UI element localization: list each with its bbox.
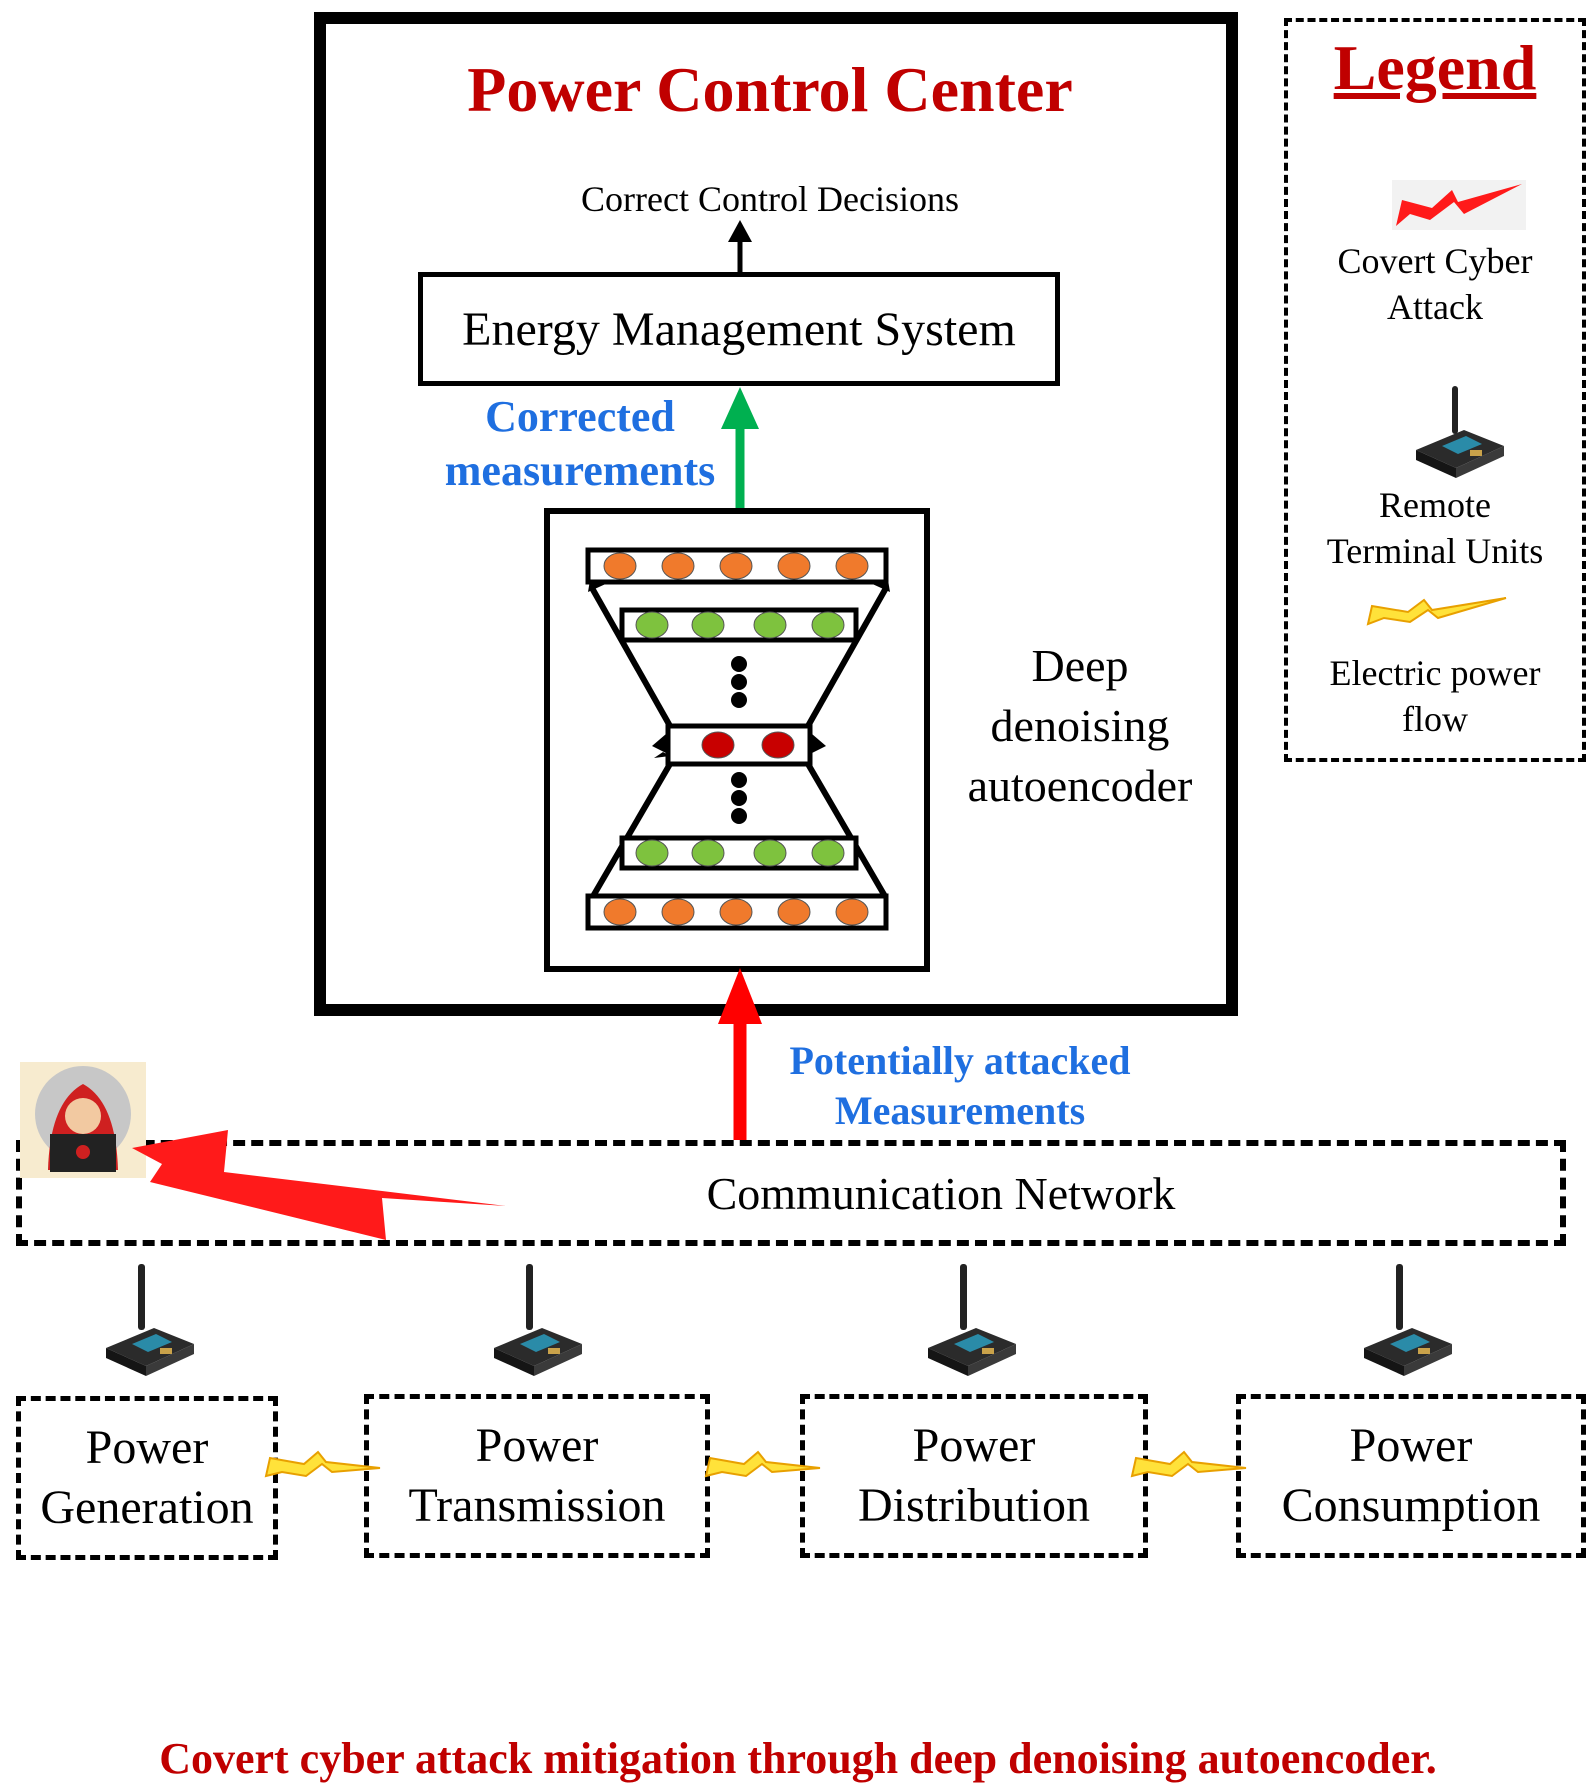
attacked-arrow: [718, 968, 762, 1140]
ellipsis-dot: [731, 656, 747, 672]
stage-label-line1: Power: [1349, 1419, 1473, 1472]
bottleneck-node: [701, 731, 735, 759]
attacked-label-line2: Measurements: [834, 1088, 1086, 1133]
hacker-avatar: [20, 1062, 146, 1178]
caption: Covert cyber attack mitigation through d…: [159, 1733, 1437, 1783]
rtu-board-icon: [1408, 384, 1508, 484]
stage-power-transmission: Power Transmission: [364, 1394, 710, 1558]
output-node: [603, 898, 637, 926]
input-node: [603, 552, 637, 580]
ellipsis-dot: [731, 808, 747, 824]
stage-label-line1: Power: [85, 1421, 209, 1474]
legend-title: Legend: [1333, 32, 1537, 103]
legend-item-attack: Covert Cyber Attack: [1290, 234, 1580, 334]
decision-arrow: [728, 220, 752, 276]
energy-management-system-box: Energy Management System: [418, 272, 1060, 386]
attacked-label: Potentially attacked Measurements: [770, 1036, 1150, 1136]
legend-label-line1: Covert Cyber: [1337, 241, 1533, 281]
lightning-red-icon: [1392, 180, 1526, 230]
stage-label-line2: Distribution: [857, 1479, 1090, 1532]
legend-box: [1284, 18, 1586, 762]
decisions-label: Correct Control Decisions: [581, 179, 959, 219]
rtu-board-icon: [98, 1262, 198, 1382]
legend-label-line2: Terminal Units: [1326, 531, 1544, 571]
hidden-node: [691, 839, 725, 867]
autoencoder-label: Deep denoising autoencoder: [950, 636, 1210, 816]
rtu-board-icon: [1356, 1262, 1456, 1382]
communication-network-box: Communication Network: [16, 1140, 1566, 1246]
input-node: [661, 552, 695, 580]
output-node: [835, 898, 869, 926]
power-flow-lightning-icon: [704, 1450, 821, 1478]
ellipsis-dot: [731, 674, 747, 690]
hidden-node: [691, 611, 725, 639]
autoencoder-label-line2: denoising: [990, 700, 1170, 751]
ems-label: Energy Management System: [462, 302, 1016, 356]
autoencoder-label-line3: autoencoder: [967, 760, 1193, 811]
bottleneck-node: [761, 731, 795, 759]
legend-label-line1: Electric power: [1329, 653, 1541, 693]
stage-label-line2: Transmission: [408, 1479, 666, 1532]
power-flow-lightning-icon: [264, 1450, 381, 1478]
input-node: [835, 552, 869, 580]
hidden-node: [811, 839, 845, 867]
stage-label-line2: Consumption: [1281, 1479, 1541, 1532]
rtu-board-icon: [486, 1262, 586, 1382]
input-node: [719, 552, 753, 580]
ellipsis-dot: [731, 790, 747, 806]
corrected-label-line2: measurements: [444, 446, 716, 495]
stage-label-line2: Generation: [40, 1481, 254, 1534]
autoencoder-label-line1: Deep: [1031, 640, 1129, 691]
power-flow-lightning-icon: [1130, 1450, 1247, 1478]
attacked-label-line1: Potentially attacked: [789, 1038, 1131, 1083]
stage-power-consumption: Power Consumption: [1236, 1394, 1586, 1558]
output-node: [777, 898, 811, 926]
legend-item-power-flow: Electric power flow: [1290, 646, 1580, 746]
page-title: Power Control Center: [467, 54, 1073, 125]
ellipsis-dot: [731, 692, 747, 708]
cyber-attack-lightning: [132, 1130, 506, 1240]
hidden-node: [635, 611, 669, 639]
rtu-board-icon: [920, 1262, 1020, 1382]
corrected-label: Corrected measurements: [420, 390, 740, 500]
legend-item-rtu: Remote Terminal Units: [1290, 478, 1580, 578]
corrected-label-line1: Corrected: [485, 392, 675, 441]
hidden-node: [753, 611, 787, 639]
stage-power-generation: Power Generation: [16, 1396, 278, 1560]
ellipsis-dot: [731, 772, 747, 788]
output-node: [661, 898, 695, 926]
power-control-center-box: [314, 12, 1238, 1016]
stage-label-line1: Power: [475, 1419, 599, 1472]
output-node: [719, 898, 753, 926]
network-label: Communication Network: [706, 1167, 1176, 1219]
lightning-yellow-icon: [1366, 597, 1507, 626]
stage-power-distribution: Power Distribution: [800, 1394, 1148, 1558]
stage-label-line1: Power: [912, 1419, 1036, 1472]
hidden-node: [635, 839, 669, 867]
corrected-arrow: [721, 387, 759, 513]
legend-label-line2: Attack: [1387, 287, 1483, 327]
autoencoder-network: [585, 547, 890, 931]
hidden-node: [753, 839, 787, 867]
legend-label-line2: flow: [1402, 699, 1468, 739]
input-node: [777, 552, 811, 580]
legend-label-line1: Remote: [1379, 485, 1491, 525]
hidden-node: [811, 611, 845, 639]
